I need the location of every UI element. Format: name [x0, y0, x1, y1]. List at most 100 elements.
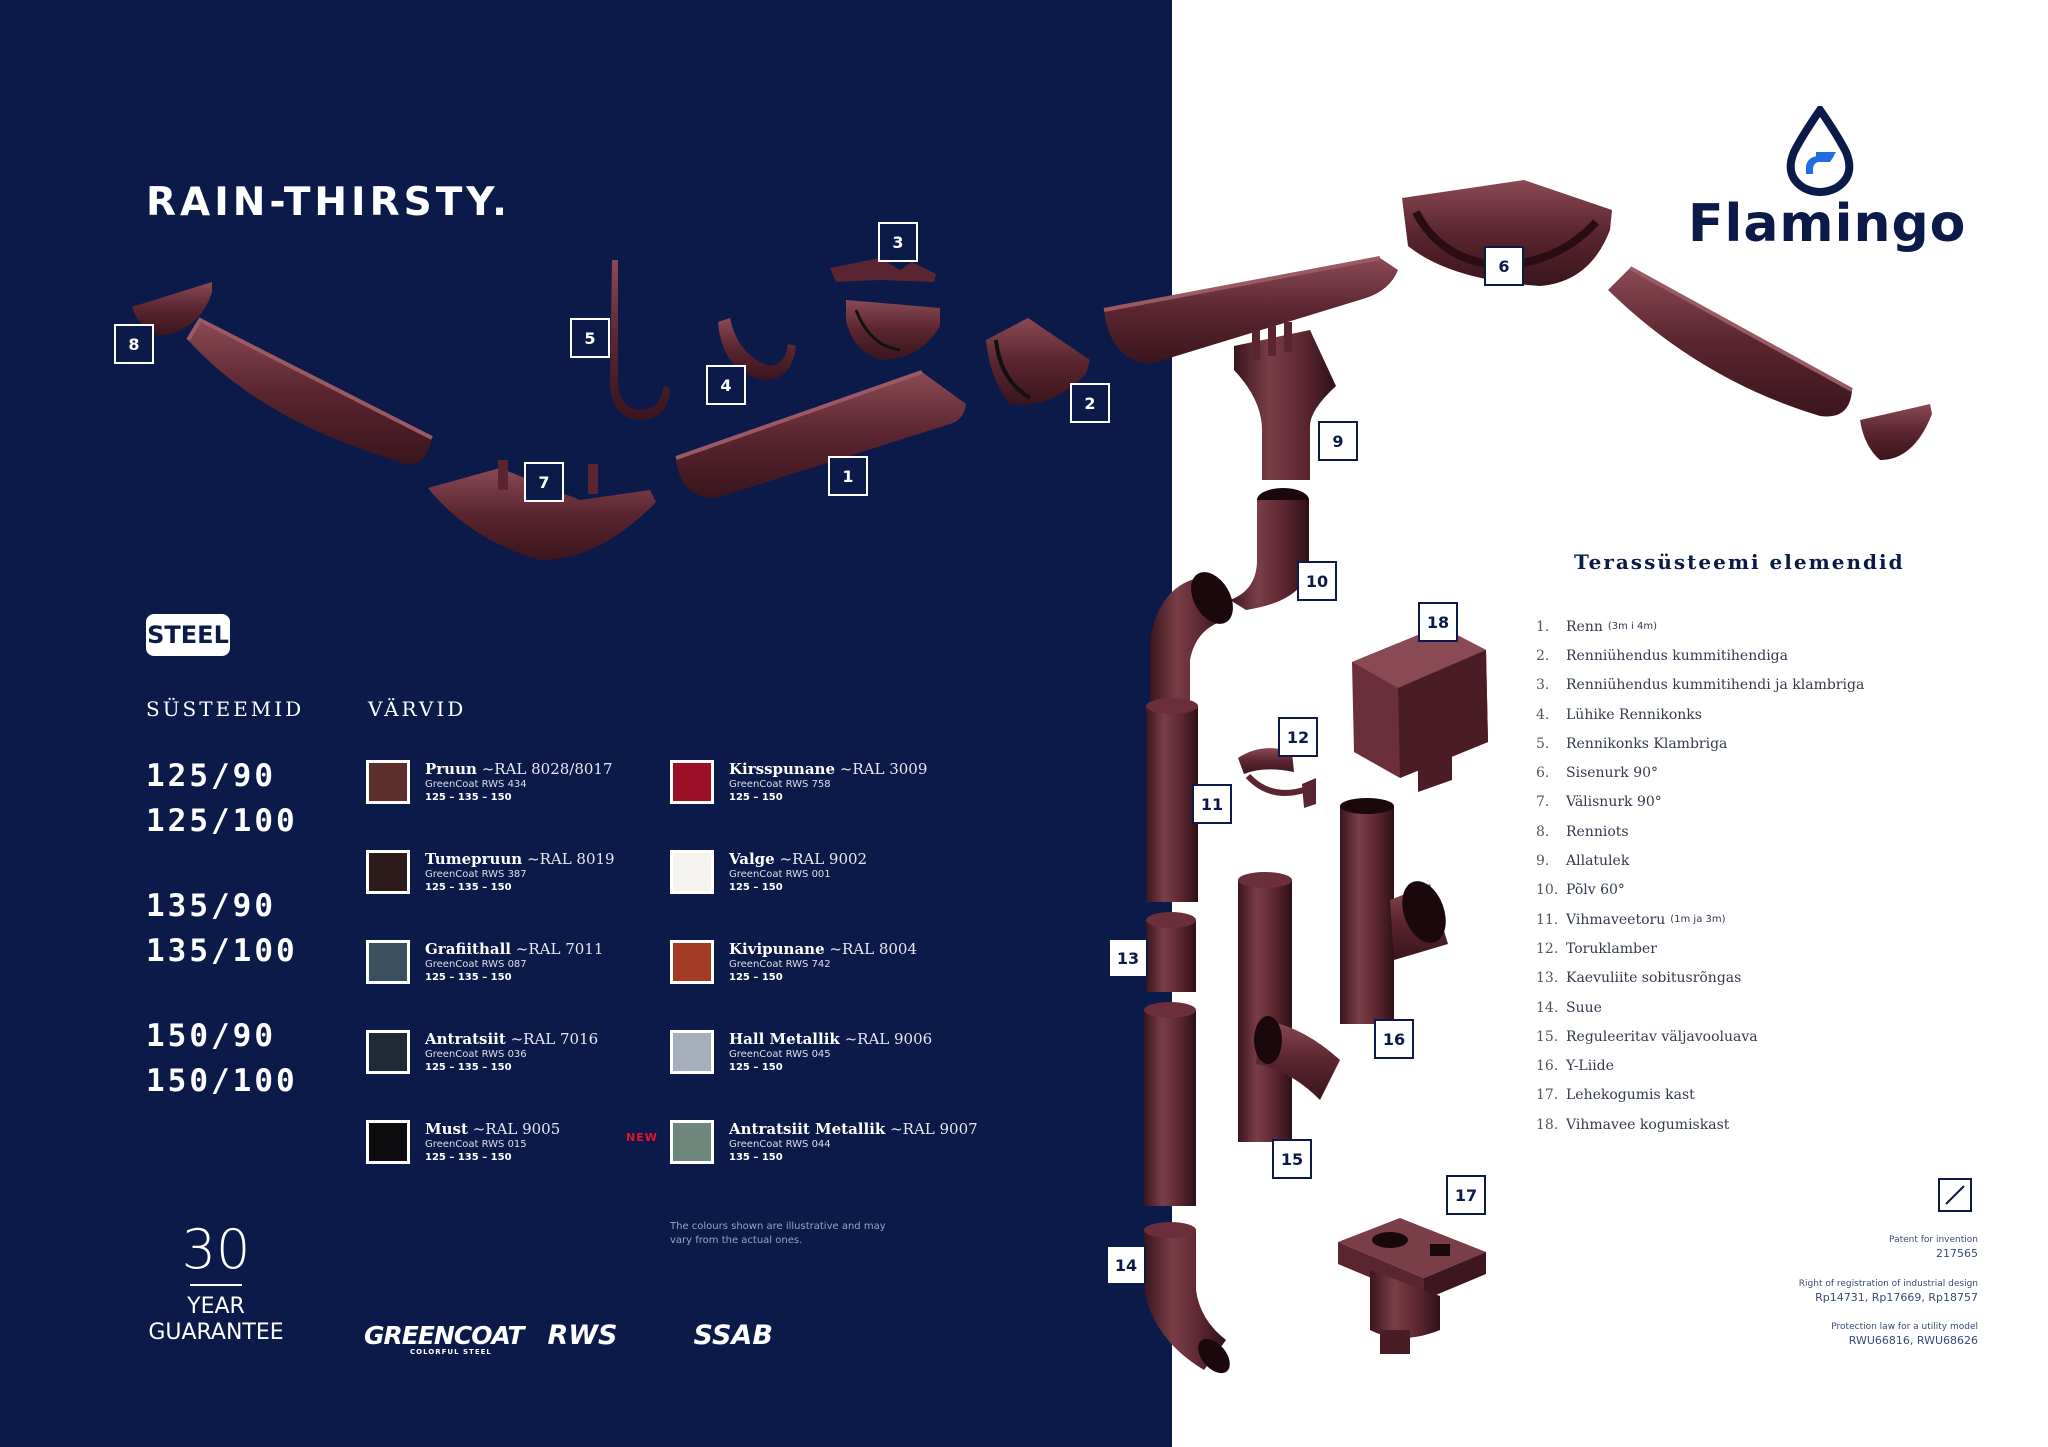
greencoat-logo-subtext: COLORFUL STEEL: [410, 1348, 492, 1356]
color-option: Hall Metallik ~RAL 9006 GreenCoat RWS 04…: [670, 1030, 932, 1074]
color-code: GreenCoat RWS 742: [729, 959, 831, 970]
rainwater-box-part: [1352, 626, 1488, 792]
patent-invention: Patent for invention 217565: [1889, 1235, 1978, 1260]
shoe-part: [1144, 1222, 1230, 1374]
color-sizes: 125 – 135 – 150: [425, 1152, 512, 1163]
list-item: 16.Y-Liide: [1536, 1058, 1614, 1075]
color-option: Grafiithall ~RAL 7011 GreenCoat RWS 087 …: [366, 940, 603, 984]
patent-utility-model: Protection law for a utility model RWU66…: [1831, 1322, 1978, 1347]
color-disclaimer: The colours shown are illustrative and m…: [670, 1221, 886, 1246]
list-item: 12.Toruklamber: [1536, 940, 1657, 957]
callout-5: 5: [570, 318, 610, 358]
color-sizes: 125 – 135 – 150: [425, 792, 512, 803]
elements-list: 1.Renn(3m i 4m) 2.Renniühendus kummitihe…: [1536, 612, 1864, 1139]
callout-14: 14: [1106, 1245, 1146, 1285]
callout-1: 1: [828, 456, 868, 496]
color-ral: ~RAL 8019: [527, 850, 615, 868]
downpipe-lower-part: [1144, 1002, 1196, 1206]
list-item: 7.Välisnurk 90°: [1536, 794, 1662, 811]
color-ral: ~RAL 9006: [844, 1030, 933, 1048]
color-sizes: 125 – 150: [729, 1062, 783, 1073]
color-option: Kirsspunane ~RAL 3009 GreenCoat RWS 758 …: [670, 760, 927, 804]
list-item: 10.Põlv 60°: [1536, 882, 1625, 899]
callout-4: 4: [706, 365, 746, 405]
color-swatch: [366, 850, 410, 894]
color-name: Valge: [729, 850, 775, 868]
color-code: GreenCoat RWS 387: [425, 869, 527, 880]
color-option: Antratsiit ~RAL 7016 GreenCoat RWS 036 1…: [366, 1030, 598, 1074]
gutter-main-part: [675, 370, 966, 498]
color-name: Kivipunane: [729, 940, 825, 958]
list-item: 9.Allatulek: [1536, 853, 1630, 870]
guarantee-line1: YEAR: [187, 1294, 245, 1319]
color-sizes: 125 – 150: [729, 792, 783, 803]
color-swatch: [366, 760, 410, 804]
system-size: 150/100: [146, 1063, 298, 1099]
guarantee-line2: GUARANTEE: [148, 1320, 284, 1345]
elements-list-title: Terassüsteemi elemendid: [1574, 550, 1905, 574]
color-option: Must ~RAL 9005 GreenCoat RWS 015 125 – 1…: [366, 1120, 560, 1164]
callout-16: 16: [1374, 1019, 1414, 1059]
color-sizes: 125 – 150: [729, 972, 783, 983]
list-item: 2.Renniühendus kummitihendiga: [1536, 647, 1788, 664]
connector-part: [986, 318, 1090, 405]
color-code: GreenCoat RWS 036: [425, 1049, 527, 1060]
list-item: 5.Rennikonks Klambriga: [1536, 735, 1728, 752]
list-item: 1.Renn(3m i 4m): [1536, 618, 1658, 635]
list-item: 8.Renniots: [1536, 823, 1629, 840]
color-name: Must: [425, 1120, 468, 1138]
callout-12: 12: [1278, 717, 1318, 757]
callout-10: 10: [1297, 561, 1337, 601]
pipe-elbow-part: [1150, 572, 1233, 700]
color-swatch: [366, 1030, 410, 1074]
greencoat-logo-text: GREENCOAT: [364, 1321, 524, 1350]
color-ral: ~RAL 8004: [829, 940, 918, 958]
systems-heading: SÜSTEEMID: [146, 697, 305, 721]
color-code: GreenCoat RWS 045: [729, 1049, 831, 1060]
guarantee-badge: 30 YEAR GUARANTEE: [136, 1220, 296, 1346]
color-swatch: [670, 1120, 714, 1164]
color-option: Valge ~RAL 9002 GreenCoat RWS 001 125 – …: [670, 850, 867, 894]
downpipe-part: [1146, 698, 1198, 902]
system-size: 125/100: [146, 803, 298, 839]
adjustable-outlet-part: [1238, 872, 1340, 1142]
color-option: Antratsiit Metallik ~RAL 9007 GreenCoat …: [670, 1120, 978, 1164]
headline: RAIN-THIRSTY.: [146, 180, 511, 225]
design-mark-icon: [1938, 1178, 1972, 1212]
list-item: 4.Lühike Rennikonks: [1536, 706, 1702, 723]
color-name: Grafiithall: [425, 940, 511, 958]
light-panel: [1172, 0, 2048, 1447]
color-ral: ~RAL 8028/8017: [481, 760, 613, 778]
list-item: 14.Suue: [1536, 999, 1602, 1016]
color-swatch: [670, 1030, 714, 1074]
brand-logo: Flamingo: [1688, 194, 1967, 254]
color-code: GreenCoat RWS 087: [425, 959, 527, 970]
outlet-part: [1234, 322, 1336, 480]
color-option: Kivipunane ~RAL 8004 GreenCoat RWS 742 1…: [670, 940, 917, 984]
list-item: 3.Renniühendus kummitihendi ja klambriga: [1536, 677, 1865, 694]
partner-logos: GREENCOAT COLORFUL STEEL RWS SSAB: [364, 1320, 773, 1356]
end-cap-right-part: [1860, 404, 1932, 460]
system-size: 125/90: [146, 758, 276, 794]
color-ral: ~RAL 9005: [472, 1120, 561, 1138]
leaf-collector-part: [1338, 1218, 1486, 1354]
gutter-center-part: [1103, 256, 1398, 364]
greencoat-logo: GREENCOAT COLORFUL STEEL: [364, 1321, 524, 1356]
callout-13: 13: [1108, 938, 1148, 978]
color-name: Tumepruun: [425, 850, 523, 868]
color-name: Hall Metallik: [729, 1030, 840, 1048]
system-size: 135/100: [146, 933, 298, 969]
system-size: 150/90: [146, 1018, 276, 1054]
color-code: GreenCoat RWS 015: [425, 1139, 527, 1150]
color-option: Pruun ~RAL 8028/8017 GreenCoat RWS 434 1…: [366, 760, 613, 804]
color-sizes: 125 – 135 – 150: [425, 1062, 512, 1073]
guarantee-divider: [190, 1284, 242, 1286]
color-name: Kirsspunane: [729, 760, 835, 778]
color-option: Tumepruun ~RAL 8019 GreenCoat RWS 387 12…: [366, 850, 615, 894]
dark-panel: [0, 0, 1172, 1447]
callout-8: 8: [114, 324, 154, 364]
list-item: 15.Reguleeritav väljavooluava: [1536, 1028, 1758, 1045]
steel-badge: STEEL: [146, 614, 230, 656]
guarantee-years: 30: [181, 1218, 251, 1281]
